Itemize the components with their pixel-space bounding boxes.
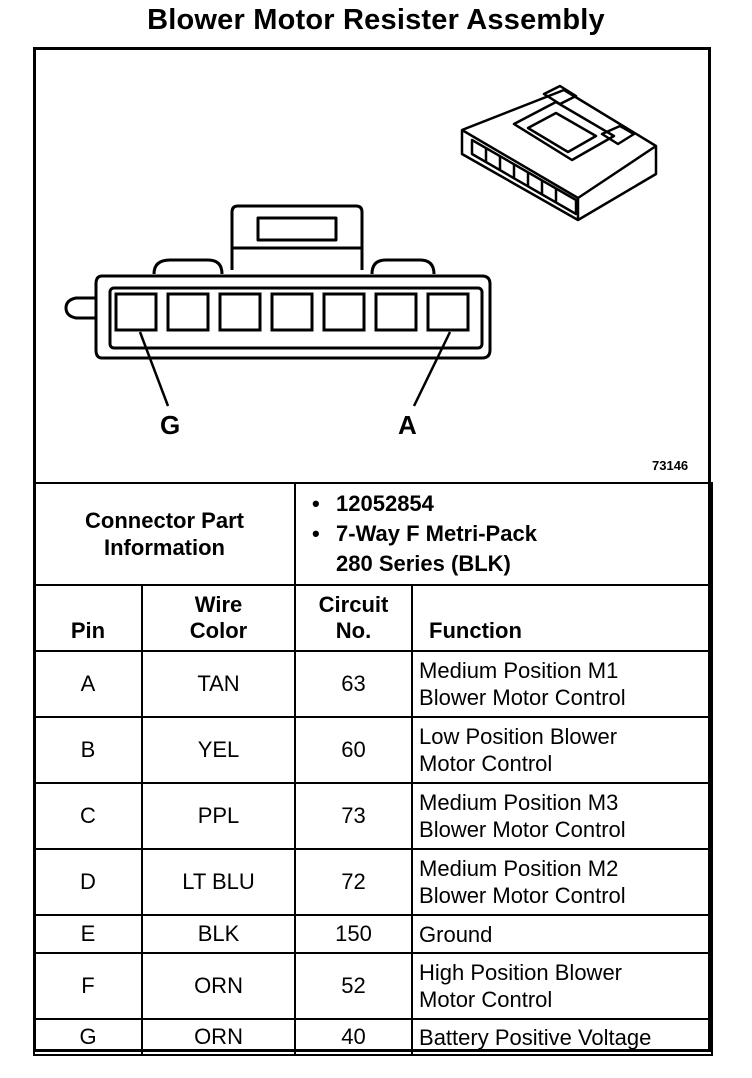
cavity-f [166, 292, 210, 332]
callout-label-g: G [160, 410, 181, 440]
cavity-g [114, 292, 158, 332]
callout-line-g [138, 331, 170, 407]
cavity-e [218, 292, 262, 332]
connector-series: 280 Series (BLK) [336, 551, 511, 576]
function-cell: Low Position Blower Motor Control [411, 716, 714, 784]
pinout-table: Connector Part Information •12052854 •7-… [32, 482, 714, 1056]
function-cell: Medium Position M2 Blower Motor Control [411, 848, 714, 916]
cavity-a [426, 292, 470, 332]
function-cell: High Position Blower Motor Control [411, 952, 714, 1020]
wire-color-cell: TAN [140, 650, 297, 718]
wire-color-cell: PPL [140, 782, 297, 850]
circuit-cell: 150 [294, 914, 414, 954]
pin-cell: C [33, 782, 143, 850]
figure-code: 73146 [652, 458, 689, 473]
left-bump [152, 258, 224, 275]
page-title: Blower Motor Resister Assembly [147, 4, 605, 36]
pin-cell: F [33, 952, 143, 1020]
wire-color-cell: ORN [140, 952, 297, 1020]
circuit-cell: 40 [294, 1018, 414, 1056]
latch-housing [230, 204, 364, 270]
cavity-b [374, 292, 418, 332]
wire-color-cell: LT BLU [140, 848, 297, 916]
table-row: E BLK 150 Ground [33, 914, 714, 954]
cavity-frame [108, 286, 484, 350]
pin-cell: B [33, 716, 143, 784]
left-tab [64, 296, 96, 320]
connector-face-view [64, 204, 492, 360]
circuit-cell: 60 [294, 716, 414, 784]
table-row: A TAN 63 Medium Position M1 Blower Motor… [33, 650, 714, 718]
circuit-cell: 52 [294, 952, 414, 1020]
pin-cell: A [33, 650, 143, 718]
callout-line-a [412, 331, 452, 407]
connector-info-details: •12052854 •7-Way F Metri-Pack 280 Series… [294, 482, 714, 586]
table-row: F ORN 52 High Position Blower Motor Cont… [33, 952, 714, 1020]
cavity-c [322, 292, 366, 332]
connector-drawing [64, 84, 658, 407]
table-header-row: Pin Wire Color Circuit No. Function [33, 584, 714, 652]
header-function: Function [411, 584, 714, 652]
function-cell: Battery Positive Voltage [411, 1018, 714, 1056]
table-row: D LT BLU 72 Medium Position M2 Blower Mo… [33, 848, 714, 916]
table-row: B YEL 60 Low Position Blower Motor Contr… [33, 716, 714, 784]
connector-info-label: Connector Part Information [32, 482, 297, 586]
pin-cell: E [33, 914, 143, 954]
callout-label-a: A [398, 410, 417, 440]
table-row: G ORN 40 Battery Positive Voltage [33, 1018, 714, 1056]
function-cell: Medium Position M3 Blower Motor Control [411, 782, 714, 850]
header-pin: Pin [33, 584, 143, 652]
header-wire-color: Wire Color [140, 584, 297, 652]
connector-isometric-view [460, 84, 658, 222]
function-cell: Medium Position M1 Blower Motor Control [411, 650, 714, 718]
terminal-cavities [114, 292, 470, 332]
connector-diagram: G A 73146 [36, 50, 708, 482]
wire-color-cell: YEL [140, 716, 297, 784]
function-cell: Ground [411, 914, 714, 954]
wire-color-cell: BLK [140, 914, 297, 954]
pin-cell: G [33, 1018, 143, 1056]
cavity-d [270, 292, 314, 332]
iso-latch [512, 100, 616, 162]
latch-window [256, 216, 338, 242]
connector-info-row: Connector Part Information •12052854 •7-… [32, 482, 714, 586]
circuit-cell: 73 [294, 782, 414, 850]
circuit-cell: 72 [294, 848, 414, 916]
header-circuit-no: Circuit No. [294, 584, 414, 652]
connector-body [94, 274, 492, 360]
connector-type: •7-Way F Metri-Pack [312, 521, 537, 546]
wire-color-cell: ORN [140, 1018, 297, 1056]
part-number: •12052854 [312, 491, 434, 516]
circuit-cell: 63 [294, 650, 414, 718]
callout-lines [138, 331, 452, 407]
iso-body [460, 88, 658, 222]
right-bump [370, 258, 436, 275]
pin-cell: D [33, 848, 143, 916]
table-row: C PPL 73 Medium Position M3 Blower Motor… [33, 782, 714, 850]
